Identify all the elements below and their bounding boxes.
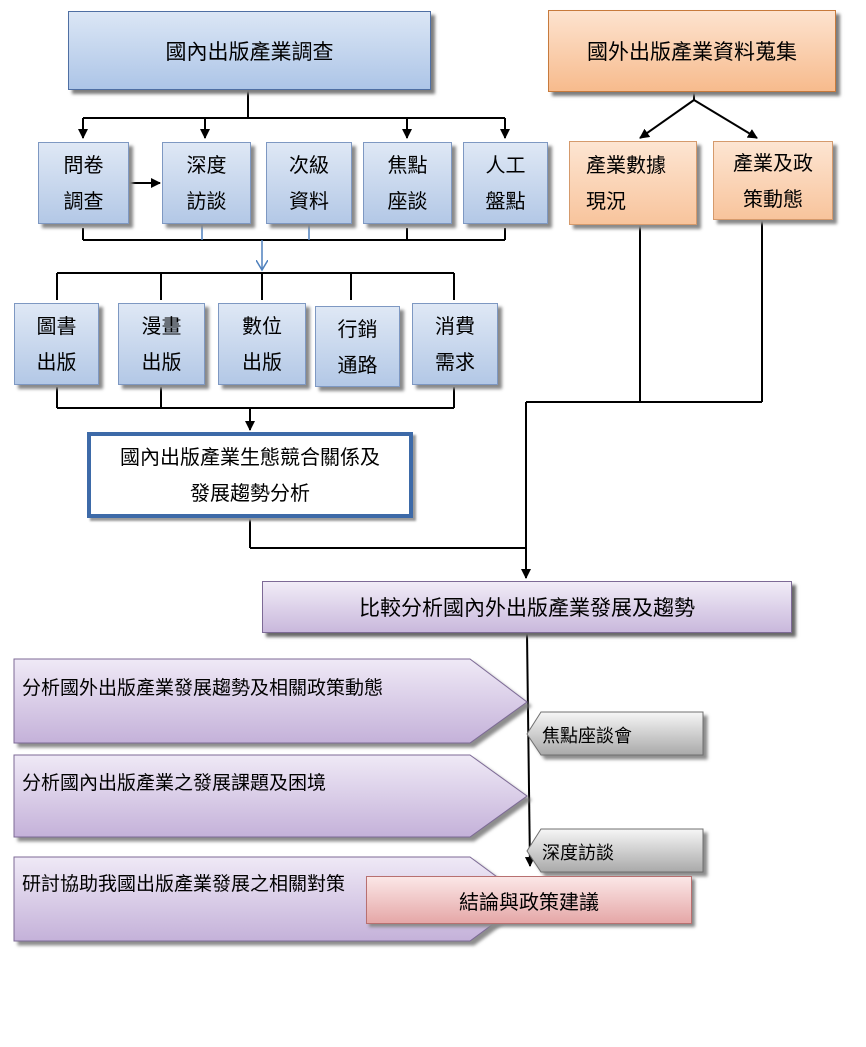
sector-line: 需求 — [435, 350, 475, 374]
ecosystem-line: 發展趨勢分析 — [190, 481, 310, 505]
method-questionnaire: 問卷 調查 — [38, 142, 129, 224]
ecosystem-line: 國內出版產業生態競合關係及 — [120, 445, 380, 469]
conclusion-policy-text: 結論與政策建議 — [459, 889, 599, 914]
analysis-shape-2 — [13, 754, 528, 838]
method-manual-inventory: 人工 盤點 — [463, 142, 548, 224]
comparison-analysis-text: 比較分析國內外出版產業發展及趨勢 — [359, 596, 695, 620]
method-line: 次級 — [289, 153, 329, 177]
domestic-survey-title: 國內出版產業調查 — [68, 11, 431, 90]
conclusion-policy: 結論與政策建議 — [366, 876, 692, 924]
sector-line: 數位 — [242, 314, 282, 338]
sector-digital-publishing: 數位 出版 — [218, 303, 306, 385]
method-line: 盤點 — [485, 189, 526, 213]
method-secondary-data: 次級 資料 — [266, 142, 352, 224]
analysis-label-3: 研討協助我國出版產業發展之相關對策 — [22, 873, 346, 895]
sector-book-publishing: 圖書 出版 — [14, 303, 99, 385]
method-in-depth-interview: 深度 訪談 — [162, 142, 251, 224]
foreign-item-line: 現況 — [586, 189, 626, 213]
method-line: 焦點 — [387, 153, 428, 177]
ecosystem-analysis: 國內出版產業生態競合關係及 發展趨勢分析 — [87, 432, 413, 518]
input-in-depth-interview-label: 深度訪談 — [542, 843, 614, 864]
sector-line: 出版 — [36, 350, 77, 374]
analysis-label-1: 分析國外出版產業發展趨勢及相關政策動態 — [22, 677, 384, 699]
sector-line: 漫畫 — [141, 314, 182, 338]
foreign-collection-title-text: 國外出版產業資料蒐集 — [587, 40, 797, 64]
sector-line: 通路 — [337, 352, 378, 377]
domestic-survey-title-text: 國內出版產業調查 — [165, 39, 334, 64]
comparison-analysis: 比較分析國內外出版產業發展及趨勢 — [262, 581, 792, 633]
method-line: 深度 — [186, 153, 227, 177]
sector-line: 行銷 — [337, 316, 378, 341]
sector-marketing-channels: 行銷 通路 — [315, 306, 400, 387]
analysis-shape-1 — [13, 658, 528, 744]
input-shape-2 — [526, 828, 704, 873]
foreign-industry-data: 產業數據 現況 — [569, 141, 697, 225]
method-line: 調查 — [63, 189, 104, 213]
method-line: 資料 — [289, 189, 329, 213]
foreign-policy-trends: 產業及政 策動態 — [713, 141, 833, 220]
sector-line: 出版 — [242, 350, 282, 374]
sector-line: 圖書 — [36, 314, 77, 338]
foreign-item-line: 策動態 — [743, 186, 803, 211]
sector-line: 消費 — [435, 314, 475, 338]
foreign-collection-title: 國外出版產業資料蒐集 — [548, 10, 836, 92]
analysis-label-2: 分析國內出版產業之發展課題及困境 — [22, 772, 327, 794]
method-focus-group: 焦點 座談 — [363, 142, 452, 224]
method-line: 座談 — [387, 189, 428, 213]
method-line: 訪談 — [186, 189, 227, 213]
foreign-item-line: 產業及政 — [733, 150, 813, 175]
foreign-item-line: 產業數據 — [586, 153, 666, 177]
sector-comic-publishing: 漫畫 出版 — [118, 303, 205, 385]
method-line: 問卷 — [63, 153, 104, 177]
input-shape-1 — [526, 711, 704, 756]
sector-consumer-demand: 消費 需求 — [412, 303, 498, 385]
input-focus-group-label: 焦點座談會 — [542, 726, 632, 747]
method-line: 人工 — [485, 153, 526, 177]
sector-line: 出版 — [141, 350, 182, 374]
